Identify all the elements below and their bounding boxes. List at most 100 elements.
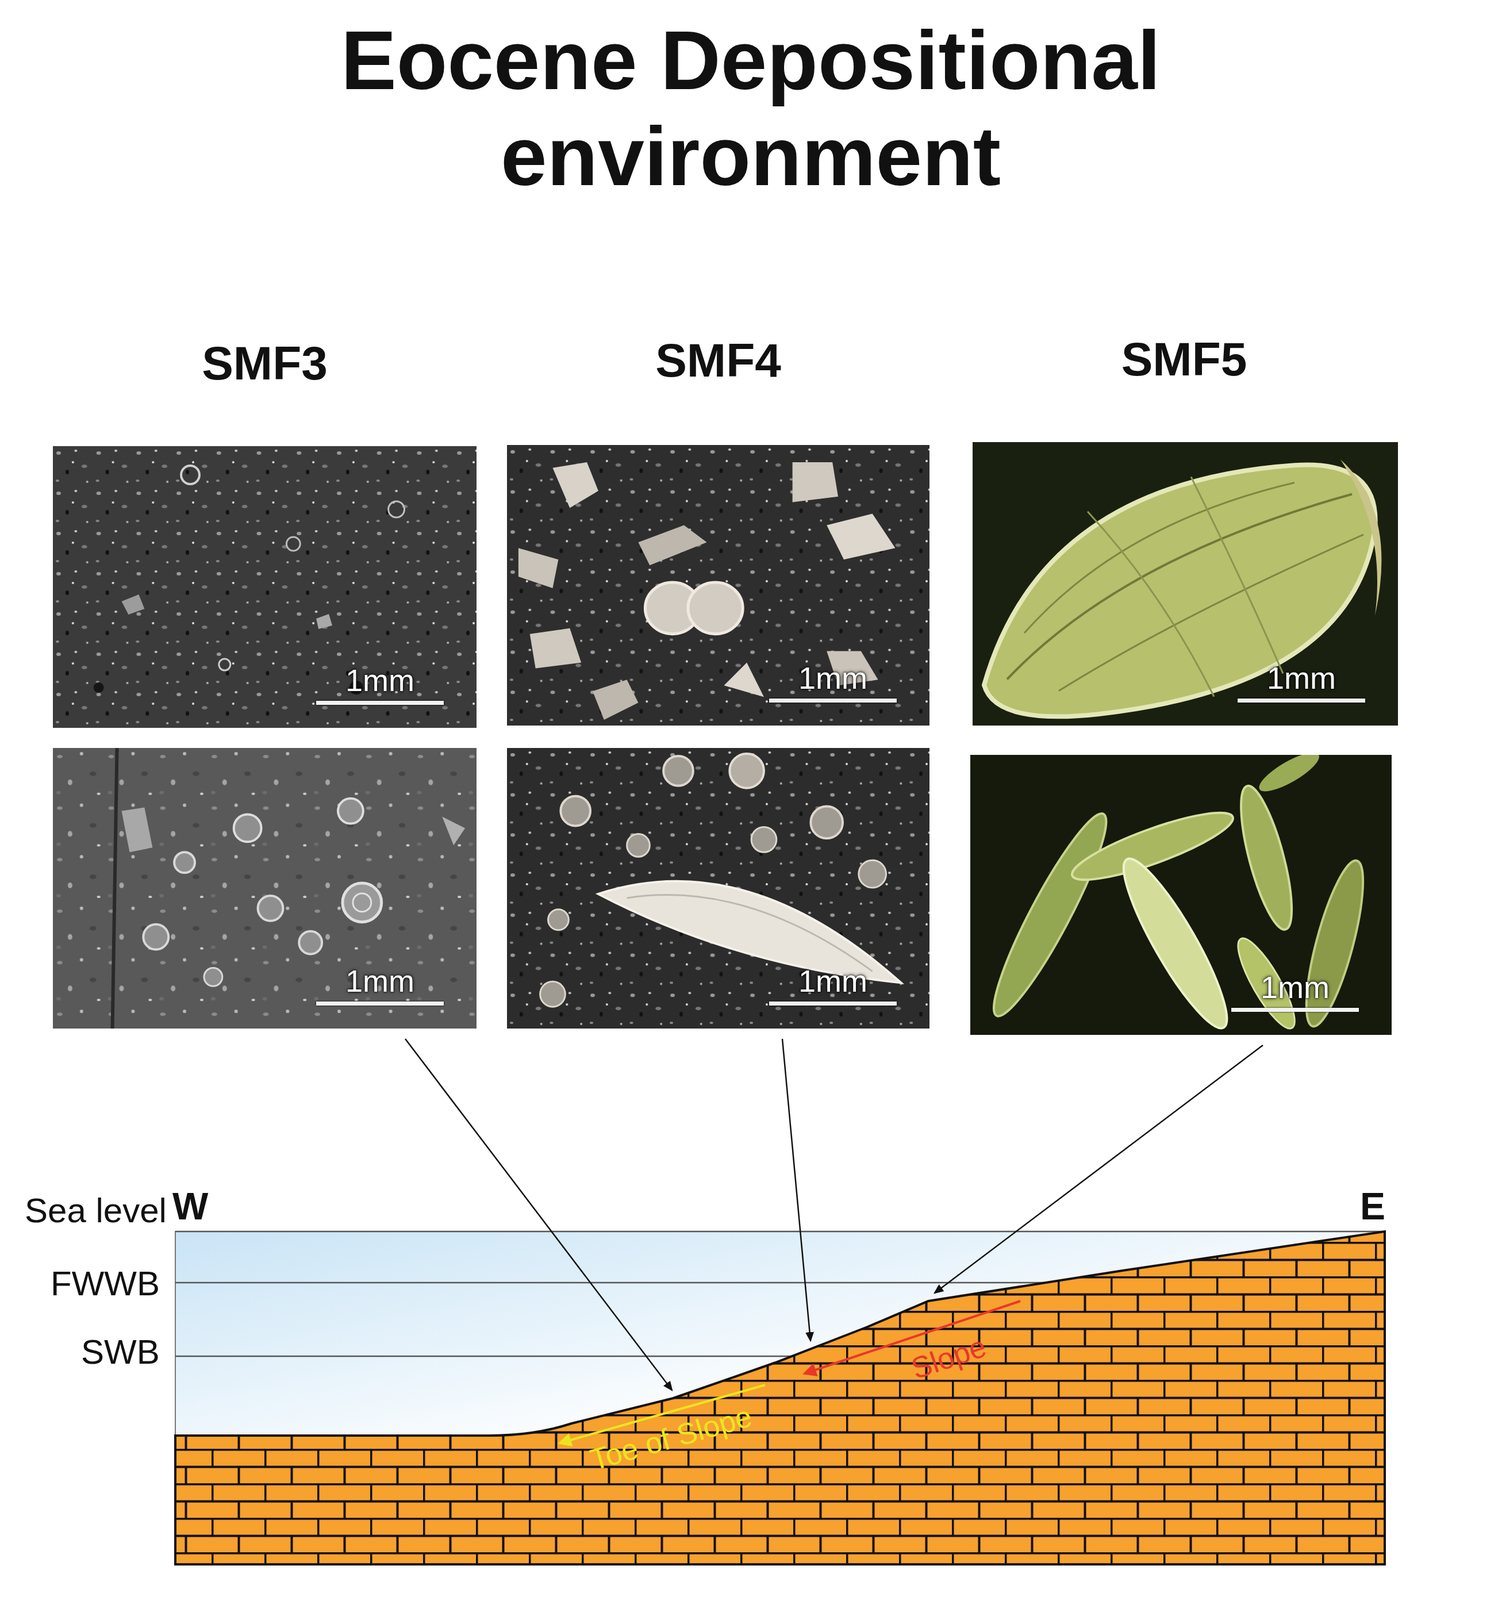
svg-part [112,747,118,1029]
thin-section-photo: 1mm [506,444,930,726]
thin-section-photo: 1mm [52,446,477,728]
scale-label: 1mm [769,963,897,998]
svg-part [93,682,105,693]
svg-part [552,462,598,509]
scale-bar [769,1001,897,1006]
thin-section-photo: 1mm [972,442,1398,726]
svg-part [627,833,651,857]
svg-part [1007,494,1352,680]
svg-part [121,594,145,615]
svg-part [529,628,582,669]
svg-part [298,931,322,955]
thin-section-photo: 1mm [970,754,1392,1035]
svg-part [592,679,639,720]
title-text: Eocene Depositional environment [340,13,1161,203]
svg-part [204,967,223,986]
svg-part [342,882,382,923]
scale-label: 1mm [316,963,444,998]
svg-part [506,444,930,726]
facies-label: SMF5 [970,332,1398,387]
svg-part [1340,459,1382,616]
profile-label-text: Sea level [24,1191,167,1230]
profile-label: SWB [81,1333,160,1371]
profile-label: Toe of Slope [586,1399,756,1477]
scale-bar-group: 1mm [1237,661,1366,703]
profile-label-text: E [1360,1185,1386,1228]
svg-part [506,747,930,1029]
svg-part [560,796,591,827]
facies-heading: SMF3 [52,336,477,391]
thin-section-photo: 1mm [506,747,930,1029]
svg-part [934,1045,1263,1293]
svg-part [1230,781,1302,934]
profile-label: FWWB [50,1264,160,1303]
svg-part [52,747,477,1029]
profile-label: Slope [907,1329,990,1385]
scale-bar [1237,698,1366,703]
svg-part [826,513,895,560]
svg-part [782,1038,811,1341]
svg-part [121,807,153,853]
svg-part [316,613,333,629]
svg-part [1191,476,1283,674]
facies-label: SMF3 [52,336,477,391]
scale-bar [769,698,897,703]
svg-part [219,658,231,671]
profile-label: W [172,1185,209,1228]
svg-part [286,536,301,551]
svg-part [52,446,477,728]
svg-part [540,981,566,1007]
svg-part [984,464,1376,717]
scale-bar [316,1001,444,1006]
scale-bar-group: 1mm [1231,970,1359,1012]
svg-part [638,524,707,566]
svg-part [175,1230,1385,1233]
svg-part [174,851,195,873]
scale-bar [316,700,444,705]
scale-bar-group: 1mm [316,663,444,705]
facies-group: SMF3 1mm 1mm [52,336,477,1029]
svg-part [258,895,284,921]
svg-part [442,816,466,846]
profile-label-text: W [172,1185,209,1228]
profile-label: Sea level [24,1191,167,1230]
thin-section-photo: 1mm [52,747,477,1029]
svg-part [506,444,930,726]
svg-part [1109,849,1242,1035]
svg-part [858,859,887,888]
svg-part [1087,511,1215,697]
svg-part [627,894,873,972]
scale-bar-group: 1mm [769,963,897,1006]
svg-part [337,798,364,824]
profile-label-text: Toe of Slope [586,1399,756,1477]
profile-label-text: FWWB [50,1264,160,1303]
svg-part [663,755,694,786]
svg-part [518,547,559,589]
svg-part [52,747,477,1029]
svg-part [143,924,169,950]
svg-part [979,804,1121,1025]
scale-bar-group: 1mm [316,963,444,1006]
svg-part [1254,754,1324,798]
diagram-title: Eocene Depositional environment [118,12,1384,205]
scale-label: 1mm [769,661,897,695]
svg-part [970,754,1392,1035]
scale-bar-group: 1mm [769,661,897,703]
profile-label-text: Slope [907,1329,990,1385]
svg-part [723,662,764,697]
profile-label-text: SWB [81,1333,160,1371]
svg-part [506,747,930,1029]
svg-part [751,826,777,852]
facies-heading: SMF5 [970,332,1398,387]
facies-label: SMF4 [506,333,930,388]
svg-part [1295,855,1375,1031]
scale-label: 1mm [316,663,444,698]
svg-part [405,1038,672,1390]
scale-label: 1mm [1231,970,1359,1005]
svg-part [688,582,743,635]
svg-part [181,465,200,484]
svg-part [352,893,372,912]
profile-label: E [1360,1185,1386,1228]
